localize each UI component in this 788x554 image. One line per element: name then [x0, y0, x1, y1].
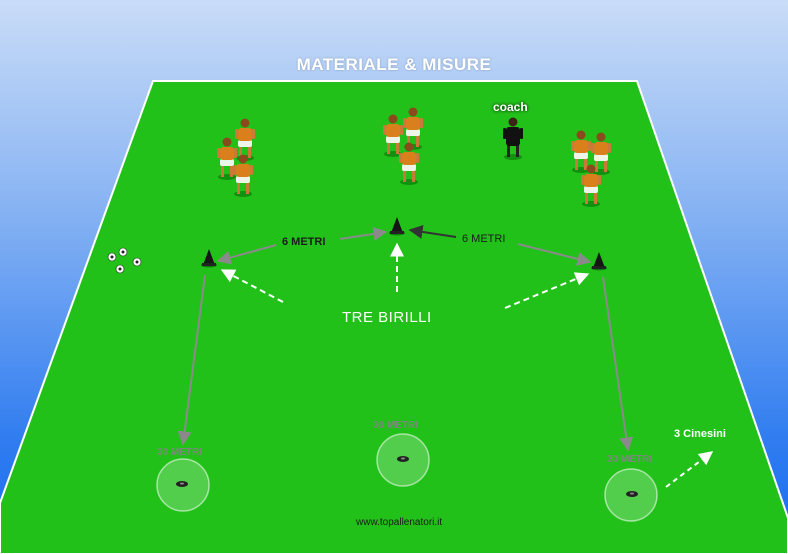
- arrow-icon: [665, 451, 714, 488]
- marker-disc-icon: [397, 456, 409, 462]
- ball-icon: [107, 252, 117, 262]
- markers-label: 3 Cinesini: [674, 428, 726, 440]
- distance-30-label-center: 30 METRI: [373, 420, 419, 431]
- arrow-icon: [339, 226, 388, 241]
- distance-label-right: 6 METRI: [462, 233, 506, 245]
- arrow-icon: [177, 274, 206, 446]
- arrow-icon: [602, 276, 634, 452]
- website-label: www.topallenatori.it: [356, 517, 443, 528]
- marker-disc-icon: [626, 491, 638, 497]
- coach-label: coach: [493, 100, 528, 114]
- marker-zone-left: [156, 458, 210, 512]
- cones-label: TRE BIRILLI: [342, 309, 432, 326]
- arrow-icon: [216, 244, 277, 265]
- distance-30-label-right: 30 METRI: [607, 454, 653, 465]
- arrow-icon: [408, 224, 457, 239]
- arrow-icon: [517, 243, 592, 266]
- marker-zone-center: [376, 433, 430, 487]
- arrow-icon: [504, 272, 590, 309]
- distance-label-left: 6 METRI: [282, 236, 326, 248]
- marker-disc-icon: [176, 481, 188, 487]
- ball-icon: [132, 257, 142, 267]
- arrow-icon: [220, 269, 284, 303]
- football-field: [0, 80, 788, 554]
- diagram-title: MATERIALE & MISURE: [296, 55, 492, 74]
- marker-zone-right: [604, 468, 658, 522]
- ball-icon: [115, 264, 125, 274]
- ball-icon: [118, 247, 128, 257]
- distance-30-label-left: 30 METRI: [157, 447, 203, 458]
